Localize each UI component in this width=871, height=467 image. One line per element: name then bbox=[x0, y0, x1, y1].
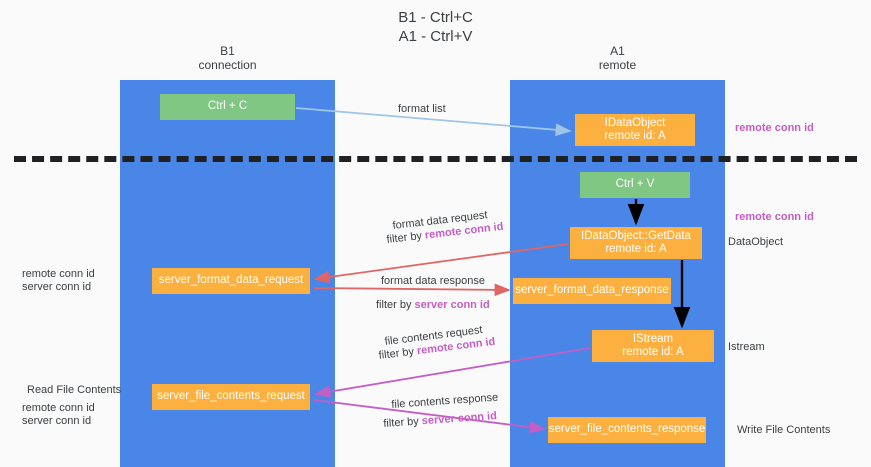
node-server-file-contents-response-label: server_file_contents_response bbox=[548, 423, 706, 436]
node-server-format-data-response-label: server_format_data_response bbox=[515, 284, 669, 297]
edge-label-format-data-response-filter: filter by server conn id bbox=[376, 299, 490, 312]
node-istream-line1: IStream bbox=[632, 332, 674, 345]
filter-prefix: filter by bbox=[376, 299, 415, 311]
annotation-left-remote-conn-id-1: remote conn id bbox=[22, 268, 95, 280]
node-idataobject-getdata[interactable]: IDataObject::GetData remote id: A bbox=[570, 227, 702, 259]
node-istream-line2: remote id: A bbox=[622, 346, 684, 358]
node-ctrl-c-line1: Ctrl + C bbox=[207, 100, 248, 113]
annotation-right-write-file-contents: Write File Contents bbox=[737, 424, 831, 436]
edge-label-file-contents-response-filter: filter by server conn id bbox=[383, 410, 497, 431]
lane-header-b1: B1 connection bbox=[120, 44, 335, 72]
node-istream[interactable]: IStream remote id: A bbox=[592, 330, 714, 362]
filter-prefix: filter by bbox=[378, 345, 418, 362]
node-ctrl-v[interactable]: Ctrl + V bbox=[580, 172, 690, 198]
edge-format-data-response bbox=[312, 283, 511, 297]
filter-key: server conn id bbox=[414, 299, 490, 311]
annotation-right-remote-conn-id-mid: remote conn id bbox=[735, 211, 814, 223]
node-server-format-data-response[interactable]: server_format_data_response bbox=[513, 278, 671, 304]
node-server-file-contents-request-label: server_file_contents_request bbox=[157, 390, 305, 403]
title-line-2: A1 - Ctrl+V bbox=[398, 28, 473, 45]
filter-prefix: filter by bbox=[383, 415, 423, 430]
node-server-format-data-request[interactable]: server_format_data_request bbox=[152, 268, 310, 294]
lane-header-a1-name: A1 bbox=[610, 44, 625, 58]
edge-label-file-contents-response: file contents response bbox=[391, 391, 499, 411]
lane-header-a1: A1 remote bbox=[510, 44, 725, 72]
title-line-1: B1 - Ctrl+C bbox=[398, 9, 473, 26]
annotation-right-remote-conn-id-top: remote conn id bbox=[735, 122, 814, 134]
node-idataobject-line2: remote id: A bbox=[604, 130, 666, 142]
node-idataobject-line1: IDataObject bbox=[604, 116, 666, 129]
annotation-left-read-file-contents: Read File Contents bbox=[27, 384, 122, 396]
annotation-right-dataobject: DataObject bbox=[728, 236, 784, 248]
node-server-file-contents-response[interactable]: server_file_contents_response bbox=[548, 417, 706, 443]
page-title: B1 - Ctrl+C A1 - Ctrl+V bbox=[0, 8, 871, 46]
filter-prefix: filter by bbox=[386, 229, 426, 246]
lane-header-a1-sub: remote bbox=[598, 58, 637, 72]
phase-divider bbox=[14, 156, 857, 162]
annotation-left-server-conn-id-1: server conn id bbox=[22, 281, 92, 293]
edge-label-format-data-response: format data response bbox=[381, 275, 485, 287]
node-server-file-contents-request[interactable]: server_file_contents_request bbox=[152, 384, 310, 410]
node-getdata-line2: remote id: A bbox=[605, 243, 667, 255]
node-getdata-line1: IDataObject::GetData bbox=[581, 229, 691, 242]
lane-header-b1-sub: connection bbox=[198, 58, 257, 72]
node-ctrl-c[interactable]: Ctrl + C bbox=[160, 94, 295, 120]
node-ctrl-v-line1: Ctrl + V bbox=[615, 178, 655, 191]
annotation-right-istream: Istream bbox=[728, 341, 765, 353]
annotation-left-server-conn-id-2: server conn id bbox=[22, 415, 92, 427]
filter-key: server conn id bbox=[421, 410, 498, 428]
node-server-format-data-request-label: server_format_data_request bbox=[158, 274, 304, 287]
annotation-left-conn-ids-bottom: remote conn id server conn id bbox=[22, 402, 95, 428]
annotation-left-conn-ids-top: remote conn id server conn id bbox=[22, 268, 95, 294]
annotation-left-remote-conn-id-2: remote conn id bbox=[22, 402, 95, 414]
node-idataobject[interactable]: IDataObject remote id: A bbox=[575, 114, 695, 146]
lane-header-b1-name: B1 bbox=[220, 44, 235, 58]
edge-label-format-list: format list bbox=[398, 103, 446, 115]
